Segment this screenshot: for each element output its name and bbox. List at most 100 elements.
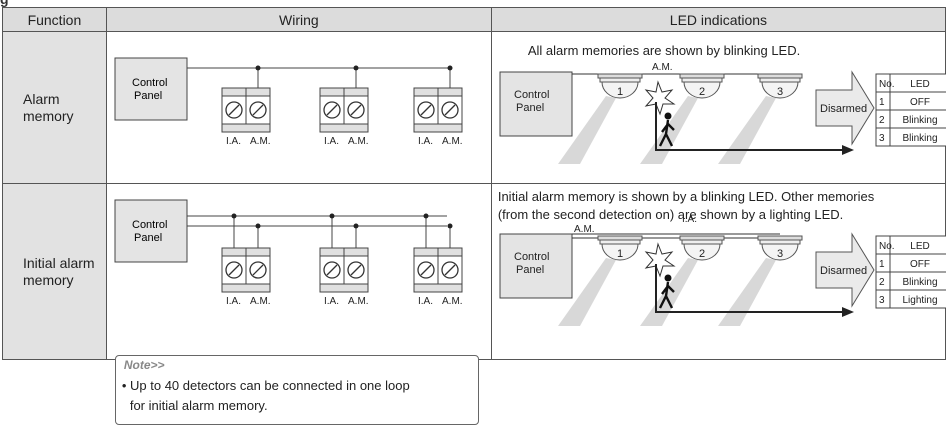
ia-label: I.A. (324, 296, 339, 307)
detector-ring (759, 77, 801, 83)
junction-dot (353, 65, 359, 71)
detector-icon (601, 243, 639, 261)
junction-dot (231, 213, 237, 219)
led-caption-line: Initial alarm memory is shown by a blink… (497, 189, 875, 204)
header-wiring: Wiring (105, 7, 492, 32)
detector-number: 2 (699, 248, 705, 260)
detection-beam (639, 258, 698, 326)
control-panel-box (499, 233, 573, 299)
control-label: Control (132, 219, 167, 231)
note-title: Note>> (123, 358, 165, 372)
led-table-head: LED (910, 79, 929, 90)
led-table-no: 1 (879, 259, 885, 270)
section-caption: g (0, 0, 9, 7)
junction-dot (423, 213, 429, 219)
wiring-cell-alarm: Control Panel I.A.A.M.I.A.A.M.I.A.A.M. (105, 31, 492, 184)
ia-label: I.A. (226, 296, 241, 307)
junction-dot (353, 223, 359, 229)
junction-dot (329, 213, 335, 219)
detector-base (757, 235, 803, 241)
led-table-value: Blinking (902, 133, 937, 144)
ia-label: I.A. (418, 136, 433, 147)
led-table-no: 2 (879, 115, 885, 126)
control-label: Control (514, 89, 549, 101)
led-cell-initial: Initial alarm memory is shown by a blink… (490, 183, 946, 360)
ia-label: I.A. (682, 214, 697, 225)
panel-label: Panel (516, 264, 544, 276)
disarmed-label: Disarmed (820, 103, 867, 115)
disarmed-label: Disarmed (820, 265, 867, 277)
detector-base (597, 73, 643, 79)
function-alarm-memory: Alarm memory (2, 31, 107, 184)
control-label: Control (132, 77, 167, 89)
function-line: memory (23, 107, 74, 124)
junction-dot (255, 65, 261, 71)
led-table-head: No. (879, 79, 895, 90)
led-table-cell (889, 289, 946, 309)
led-table-value: Blinking (902, 277, 937, 288)
alarm-flash-icon (644, 80, 676, 116)
detection-beam (639, 96, 698, 164)
terminal-bottom (221, 123, 271, 133)
detector-ring (681, 239, 723, 245)
led-table-value: Lighting (902, 295, 937, 306)
header-function: Function (2, 7, 107, 32)
terminal-bottom (221, 283, 271, 293)
function-line: Initial alarm (23, 254, 95, 271)
terminal-bottom (413, 123, 463, 133)
led-table-value: Blinking (902, 115, 937, 126)
led-table-no: 1 (879, 97, 885, 108)
led-table-head: LED (910, 241, 929, 252)
detector-icon (683, 81, 721, 99)
am-label: A.M. (574, 224, 595, 235)
detector-icon (601, 81, 639, 99)
am-label: A.M. (442, 136, 463, 147)
detector-icon (683, 243, 721, 261)
am-label: A.M. (442, 296, 463, 307)
walk-path (654, 102, 842, 151)
wiring-cell-initial: Control Panel I.A.A.M.I.A.A.M.I.A.A.M. N… (105, 183, 492, 425)
panel-label: Panel (516, 102, 544, 114)
note-line: • Up to 40 detectors can be connected in… (121, 378, 410, 393)
detector-number: 1 (617, 86, 623, 98)
person-icon (664, 112, 672, 120)
walk-path (654, 264, 842, 313)
alarm-flash-icon (644, 242, 676, 278)
detector-icon (761, 81, 799, 99)
control-panel-box (114, 57, 188, 121)
arrow-head-icon (841, 145, 854, 155)
led-table-cell (889, 127, 946, 147)
led-table-head: No. (879, 241, 895, 252)
detector-base (679, 73, 725, 79)
arrow-head-icon (841, 307, 854, 317)
header-led: LED indications (490, 7, 946, 32)
ia-label: I.A. (226, 136, 241, 147)
led-table-value: OFF (910, 97, 930, 108)
detector-number: 3 (777, 248, 783, 260)
detector-ring (599, 77, 641, 83)
panel-label: Panel (134, 90, 162, 102)
panel-label: Panel (134, 232, 162, 244)
note-line: for initial alarm memory. (129, 398, 268, 413)
person-body (658, 119, 675, 147)
led-caption: All alarm memories are shown by blinking… (527, 43, 801, 58)
led-table-no: 3 (879, 133, 885, 144)
detection-beam (717, 96, 776, 164)
terminal-bottom (413, 283, 463, 293)
control-panel-box (499, 71, 573, 137)
detector-base (597, 235, 643, 241)
detection-beam (557, 96, 616, 164)
function-line: Alarm (23, 90, 60, 107)
led-table-value: OFF (910, 259, 930, 270)
detection-beam (717, 258, 776, 326)
function-table: Function Wiring LED indications Alarm me… (2, 7, 946, 425)
function-line: memory (23, 271, 74, 288)
wiring-diagram-alarm: Control Panel I.A.A.M.I.A.A.M.I.A.A.M. (114, 57, 463, 147)
control-label: Control (514, 251, 549, 263)
disarmed-arrow (815, 232, 875, 308)
am-label: A.M. (250, 136, 271, 147)
function-initial-alarm-memory: Initial alarm memory (2, 183, 107, 360)
